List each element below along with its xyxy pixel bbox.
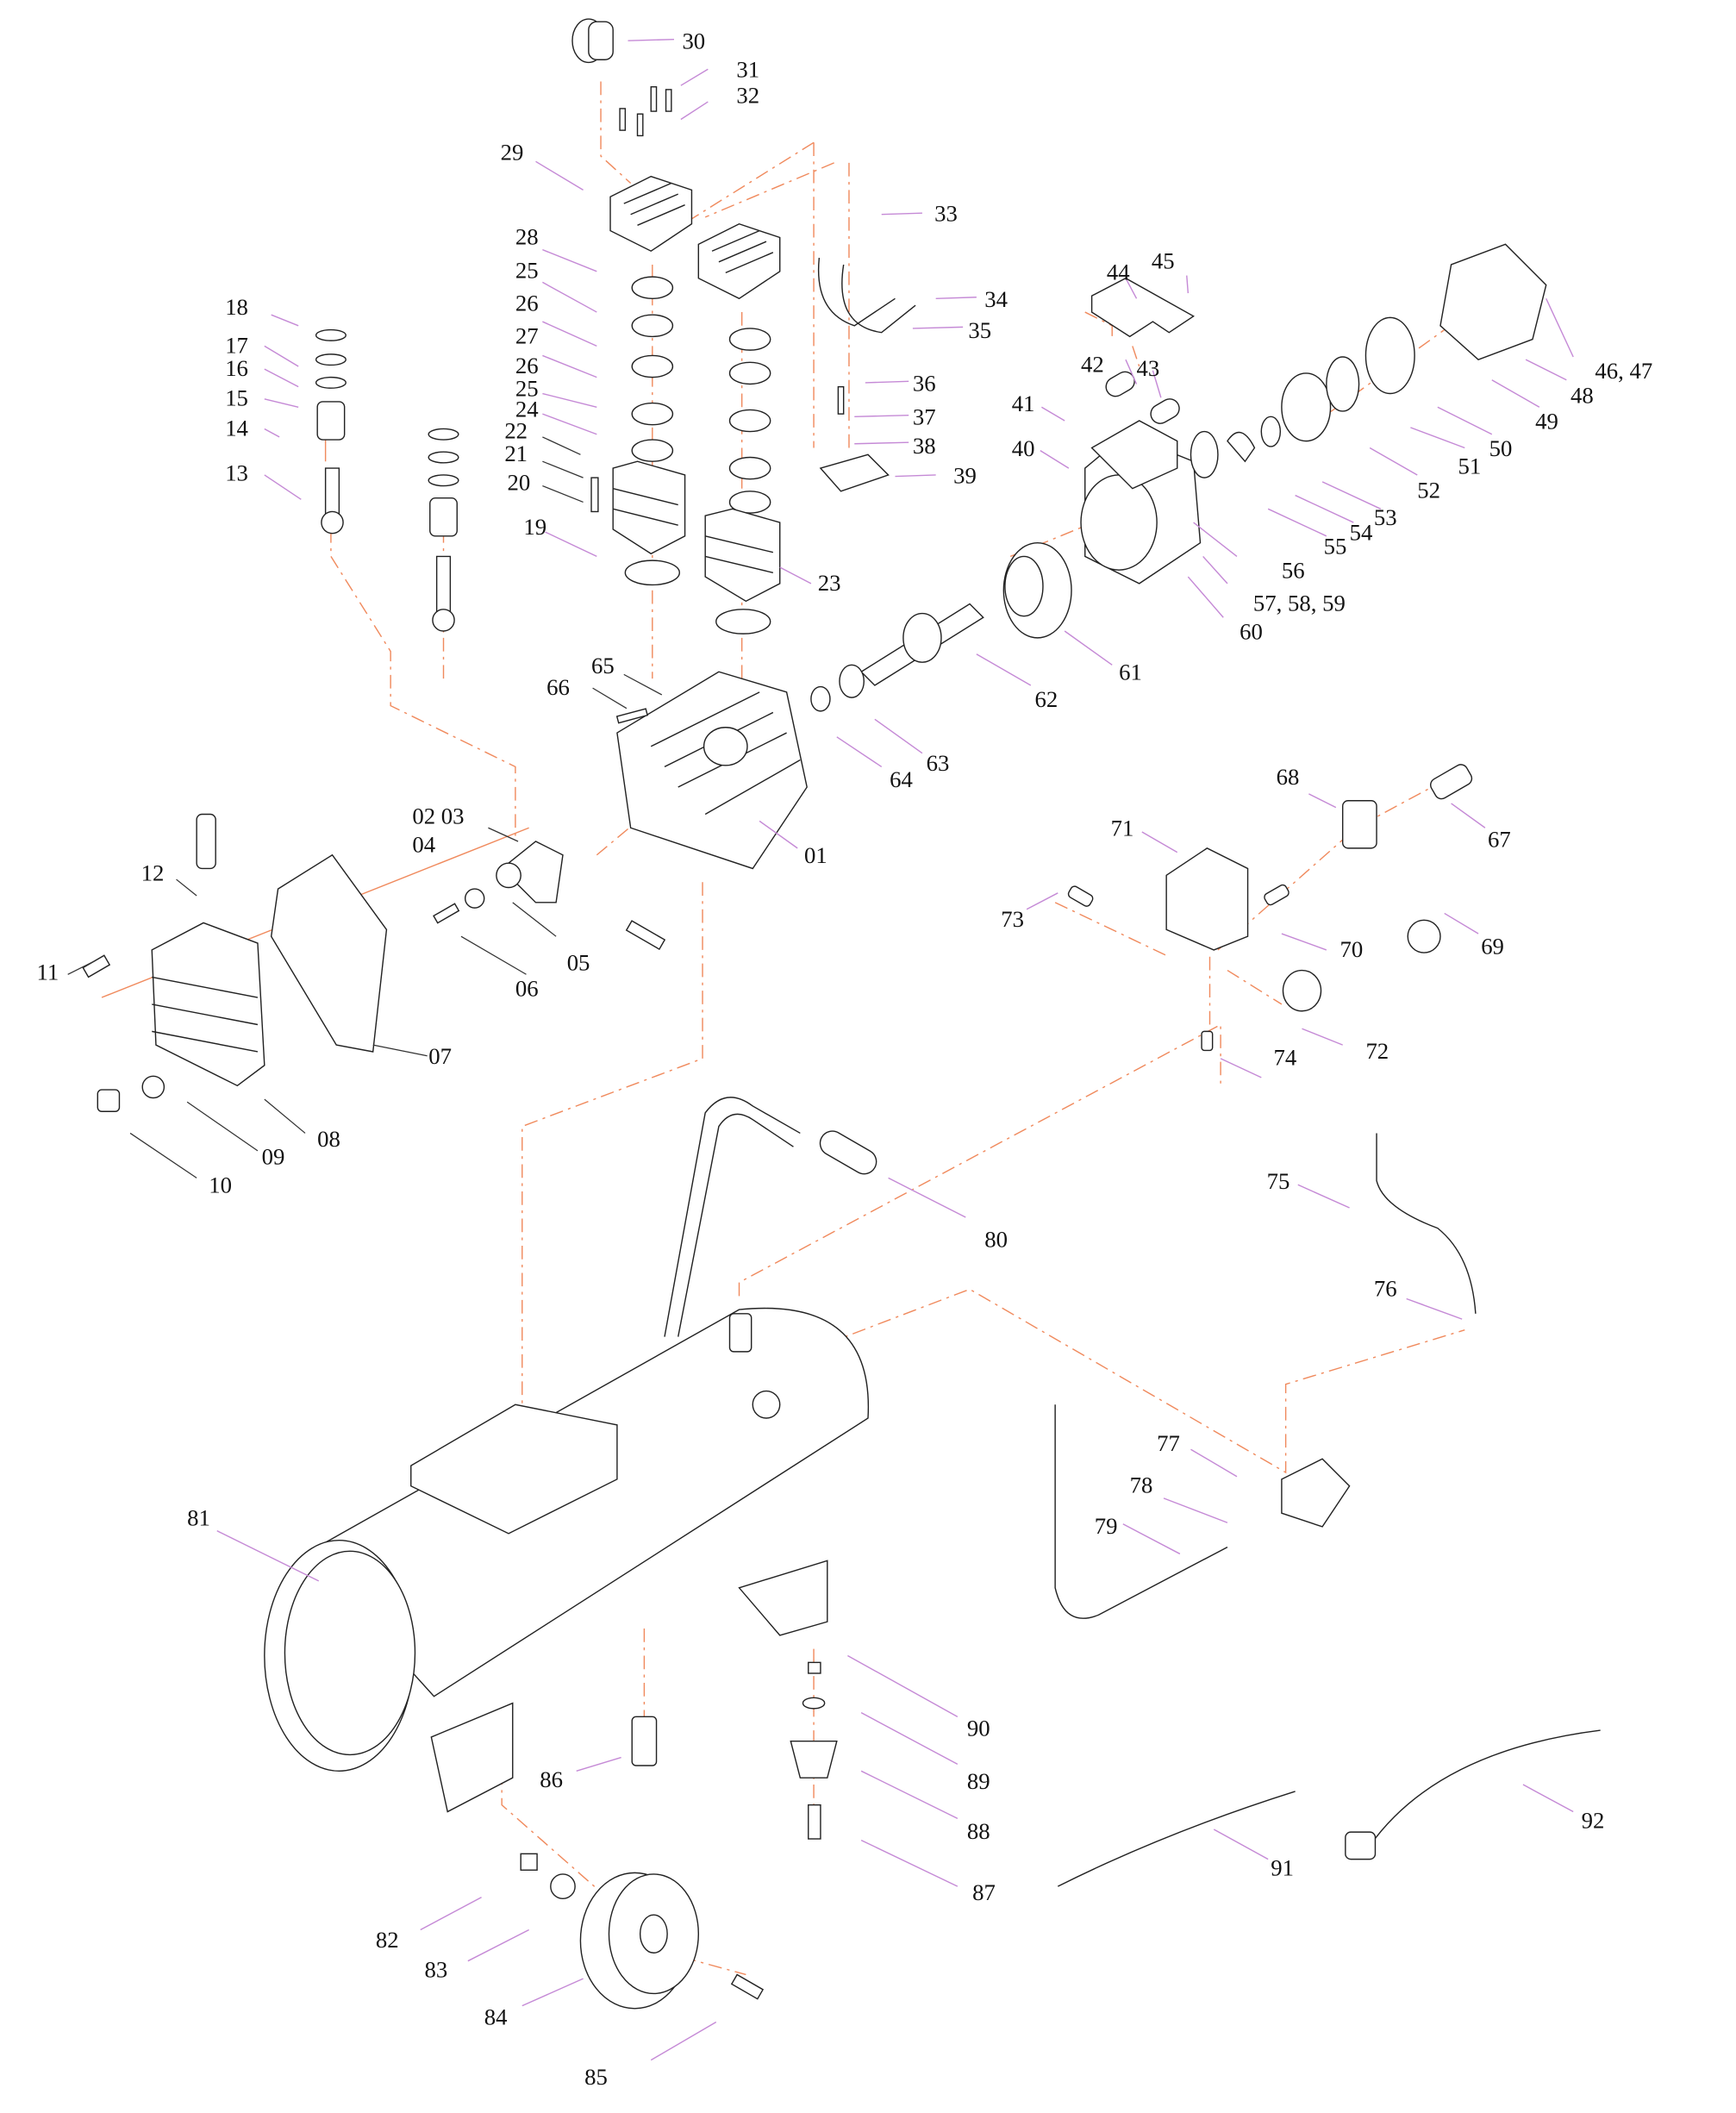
label-06: 06 xyxy=(515,975,539,1001)
label-81: 81 xyxy=(187,1504,210,1530)
label-61: 61 xyxy=(1119,660,1142,685)
label-84: 84 xyxy=(484,2004,508,2030)
label-17: 17 xyxy=(225,332,248,358)
label-48: 48 xyxy=(1571,383,1594,409)
label-78: 78 xyxy=(1130,1472,1153,1498)
label-55: 55 xyxy=(1324,533,1347,559)
label-44: 44 xyxy=(1107,259,1130,284)
label-15: 15 xyxy=(225,385,248,411)
label-35: 35 xyxy=(968,317,991,343)
label-75: 75 xyxy=(1267,1168,1290,1194)
label-71: 71 xyxy=(1111,816,1134,841)
label-85: 85 xyxy=(584,2064,608,2090)
label-23: 23 xyxy=(818,570,841,596)
part-drawings xyxy=(82,18,1601,2010)
label-08: 08 xyxy=(317,1126,340,1152)
label-30: 30 xyxy=(682,28,705,54)
label-31: 31 xyxy=(736,57,759,83)
label-87: 87 xyxy=(972,1879,996,1905)
label-04: 04 xyxy=(412,832,435,858)
label-09: 09 xyxy=(262,1144,285,1170)
label-25a: 25 xyxy=(515,258,539,284)
label-07: 07 xyxy=(428,1043,452,1069)
label-60: 60 xyxy=(1240,618,1263,644)
label-67: 67 xyxy=(1488,826,1511,852)
label-63: 63 xyxy=(927,750,950,776)
label-46-47: 46, 47 xyxy=(1595,358,1652,384)
label-72: 72 xyxy=(1365,1038,1389,1064)
label-68: 68 xyxy=(1277,764,1300,790)
label-91: 91 xyxy=(1271,1855,1294,1881)
label-14: 14 xyxy=(225,415,248,441)
label-24: 24 xyxy=(515,396,539,422)
label-38: 38 xyxy=(913,433,936,459)
label-92: 92 xyxy=(1582,1807,1605,1833)
label-64: 64 xyxy=(890,766,913,792)
label-33: 33 xyxy=(934,201,958,227)
label-16: 16 xyxy=(225,355,248,381)
label-56: 56 xyxy=(1282,558,1305,584)
label-29: 29 xyxy=(501,140,524,166)
label-88: 88 xyxy=(967,1818,990,1844)
label-80: 80 xyxy=(984,1227,1008,1253)
label-77: 77 xyxy=(1157,1430,1180,1456)
part-labels: 30 31 32 29 33 28 25 26 27 26 25 24 22 2… xyxy=(36,28,1652,2090)
label-10: 10 xyxy=(209,1172,232,1198)
leader-lines xyxy=(67,38,1574,2061)
label-42: 42 xyxy=(1081,351,1104,377)
label-62: 62 xyxy=(1035,686,1058,712)
label-25b: 25 xyxy=(515,376,539,402)
label-54: 54 xyxy=(1350,520,1373,546)
label-18: 18 xyxy=(225,294,248,320)
label-82: 82 xyxy=(376,1927,399,1953)
label-41: 41 xyxy=(1012,391,1035,416)
label-32: 32 xyxy=(736,83,759,109)
label-65: 65 xyxy=(591,653,615,678)
label-51: 51 xyxy=(1458,453,1481,478)
label-90: 90 xyxy=(967,1715,990,1741)
label-45: 45 xyxy=(1152,248,1175,274)
label-39: 39 xyxy=(953,462,977,488)
label-40: 40 xyxy=(1012,435,1035,461)
label-20: 20 xyxy=(507,469,530,495)
label-74: 74 xyxy=(1273,1045,1296,1071)
label-22: 22 xyxy=(504,417,528,443)
label-37: 37 xyxy=(913,404,936,430)
label-21: 21 xyxy=(504,441,528,466)
label-57-58-59: 57, 58, 59 xyxy=(1253,590,1346,616)
label-86: 86 xyxy=(540,1766,563,1792)
label-79: 79 xyxy=(1095,1513,1118,1539)
label-83: 83 xyxy=(424,1957,447,1983)
label-52: 52 xyxy=(1417,478,1440,503)
label-26a: 26 xyxy=(515,290,539,316)
label-76: 76 xyxy=(1374,1275,1397,1301)
label-49: 49 xyxy=(1535,408,1558,434)
label-36: 36 xyxy=(913,370,936,396)
label-43: 43 xyxy=(1137,355,1160,381)
label-66: 66 xyxy=(546,674,570,700)
label-28: 28 xyxy=(515,223,539,249)
label-73: 73 xyxy=(1001,906,1024,932)
label-26b: 26 xyxy=(515,353,539,378)
label-34: 34 xyxy=(984,286,1008,312)
label-13: 13 xyxy=(225,459,248,485)
label-27: 27 xyxy=(515,322,539,348)
label-50: 50 xyxy=(1489,435,1513,461)
label-53: 53 xyxy=(1374,504,1397,530)
label-69: 69 xyxy=(1481,934,1504,960)
label-12: 12 xyxy=(141,860,165,886)
label-70: 70 xyxy=(1340,936,1364,962)
label-02-03: 02 03 xyxy=(412,803,464,829)
label-05: 05 xyxy=(567,950,590,976)
label-01: 01 xyxy=(804,842,827,868)
label-11: 11 xyxy=(36,960,59,985)
label-89: 89 xyxy=(967,1768,990,1794)
label-19: 19 xyxy=(523,514,546,540)
